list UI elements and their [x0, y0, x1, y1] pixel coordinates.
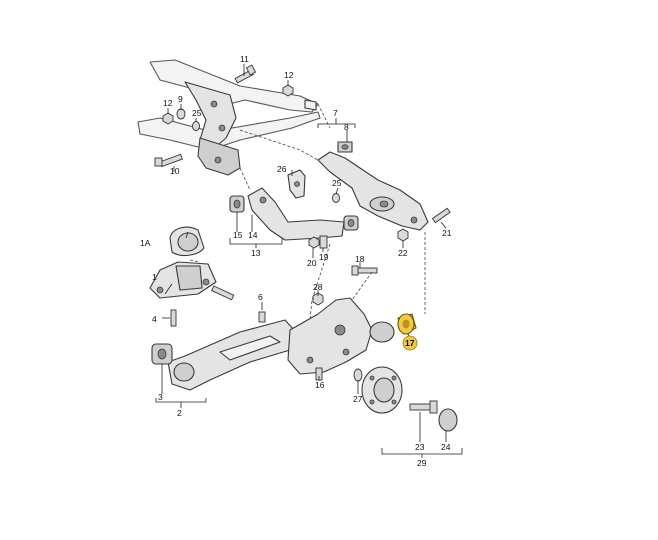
trailing-arm	[167, 319, 295, 391]
nut-22	[397, 228, 409, 242]
callout-19: 19	[319, 252, 329, 262]
brace-13	[229, 238, 283, 248]
bolt-11	[234, 64, 257, 84]
bushing-8	[337, 141, 353, 153]
bushing-15	[229, 195, 245, 213]
bracket-26	[287, 169, 306, 199]
callout-2: 2	[177, 408, 182, 418]
callout-11: 11	[240, 54, 249, 64]
washer-27	[353, 368, 363, 382]
bolt-4	[170, 309, 177, 327]
bolt-5	[211, 285, 235, 301]
callout-12-upper: 12	[284, 70, 294, 80]
callout-13: 13	[251, 248, 261, 258]
mount-cap-1a	[169, 226, 205, 257]
nut-20	[308, 236, 320, 249]
callout-6: 6	[258, 292, 263, 302]
subframe	[137, 59, 321, 176]
bolt-19	[319, 235, 328, 249]
lower-link-14	[247, 187, 345, 241]
callout-20: 20	[307, 258, 317, 268]
mount-1	[149, 261, 217, 299]
callout-21: 21	[442, 228, 452, 238]
callout-17-highlight[interactable]: 17	[402, 335, 418, 351]
nut-12-upper	[282, 84, 294, 97]
brace-7	[317, 118, 356, 128]
wheel-hub	[361, 366, 403, 414]
upper-control-arm	[317, 151, 429, 231]
callout-labels: 11 12 9 12 25 10 7 8 25 26 15 14 13 19 2…	[140, 54, 452, 468]
callout-23: 23	[415, 442, 425, 452]
bushing-17-highlighted[interactable]	[397, 313, 417, 335]
washer-25-upper	[192, 121, 200, 131]
callout-12-left: 12	[163, 98, 173, 108]
callout-27: 27	[353, 394, 363, 404]
washer-25-mid	[332, 193, 340, 203]
callout-17: 17	[405, 338, 415, 348]
nut-12-left	[162, 112, 174, 125]
bushing-17-small	[343, 215, 359, 231]
callout-15: 15	[233, 230, 243, 240]
callout-10: 10	[170, 166, 180, 176]
callout-29: 29	[417, 458, 427, 468]
callout-22: 22	[398, 248, 408, 258]
bolt-18	[351, 265, 378, 276]
brace-2	[155, 398, 207, 408]
callout-9: 9	[178, 94, 183, 104]
bolt-21	[431, 207, 451, 224]
callout-3: 3	[158, 392, 163, 402]
callout-16: 16	[315, 380, 325, 390]
callout-7: 7	[333, 108, 338, 118]
hub-cap-24	[438, 408, 458, 432]
washer-9	[176, 108, 186, 120]
callout-18: 18	[355, 254, 365, 264]
hub-bolt-23	[409, 400, 438, 414]
callout-26: 26	[277, 164, 287, 174]
callout-28: 28	[313, 282, 323, 292]
callout-25-mid: 25	[332, 178, 342, 188]
callout-1a: 1A	[140, 238, 151, 248]
bolt-10	[154, 153, 183, 168]
callout-1: 1	[152, 272, 157, 282]
callout-8: 8	[344, 122, 349, 132]
callout-4: 4	[152, 314, 157, 324]
wheel-bearing-housing	[287, 297, 395, 375]
bushing-3	[151, 343, 173, 365]
callout-25-upper: 25	[192, 108, 202, 118]
brace-29	[381, 448, 463, 458]
leader-lines	[161, 64, 447, 442]
callout-24: 24	[441, 442, 451, 452]
callout-14: 14	[248, 230, 258, 240]
bolt-6	[258, 311, 266, 323]
